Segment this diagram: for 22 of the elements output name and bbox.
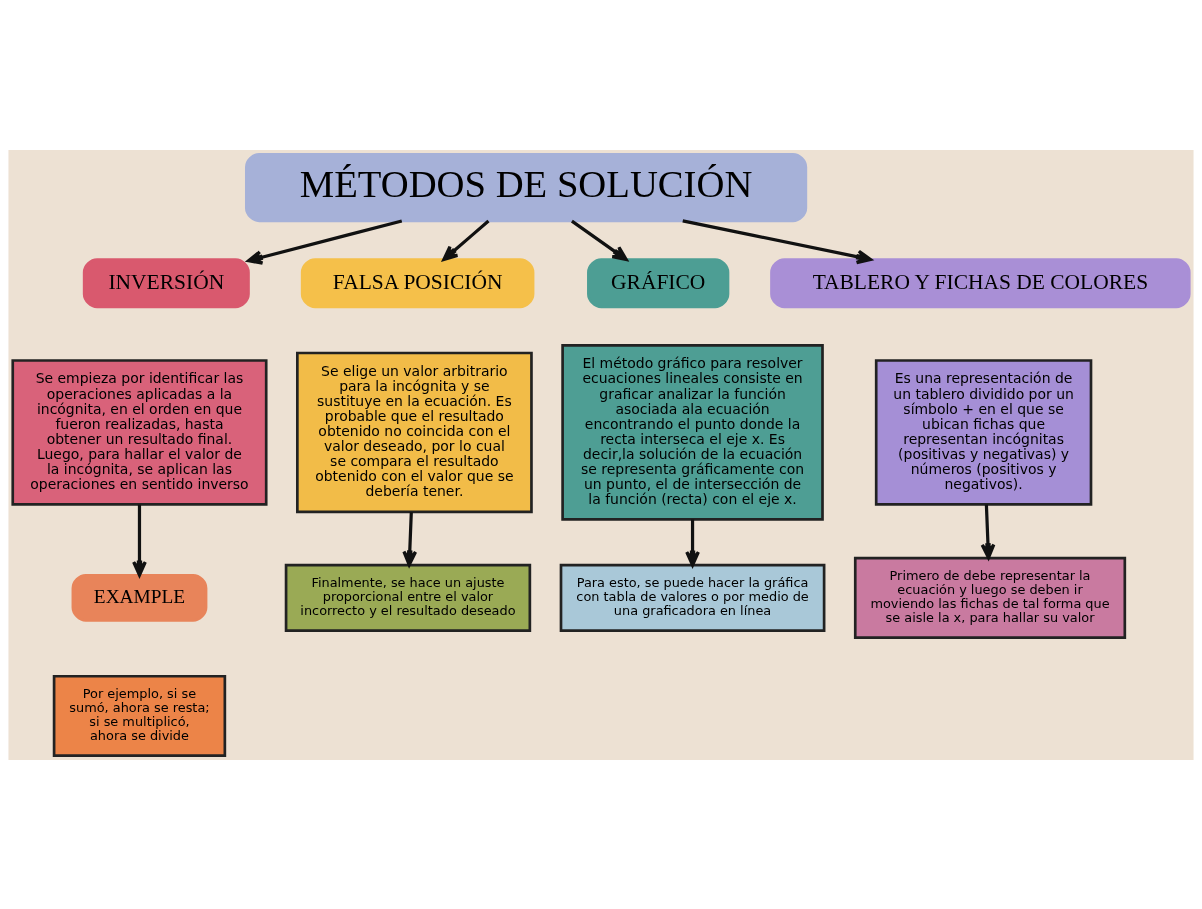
arrow: [442, 219, 490, 261]
arrow: [132, 504, 147, 577]
node-box: EXAMPLE: [71, 573, 208, 622]
node-box: INVERSIÓN: [82, 257, 250, 308]
arrow: [571, 219, 628, 261]
node-box: Primero de debe representar la ecuación y luego se deben ir moviendo las fichas de tal forma que se aisle la x, para hallar su valor: [853, 556, 1127, 639]
arrow: [402, 511, 418, 566]
node-box: GRÁFICO: [587, 257, 730, 308]
node-box: Se empieza por identificar las operaciones aplicadas a la incógnita, en el orden en que fueron realizadas, hasta obtener un resultado final. Luego, para hallar el valor de la incógnita, se aplican las operaciones en sentido inverso: [11, 358, 268, 506]
arrow: [685, 518, 700, 567]
node-box: TABLERO Y FICHAS DE COLORES: [770, 257, 1191, 308]
node-box: El método gráfico para resolver ecuaciones lineales consiste en graficar analizar la función asociada ala ecuación encontrando el punto donde la recta interseca el eje x. Es decir,la solución de la ecuación se representa gráficamente con un punto, el de intersección de la función (recta) con el eje x.: [561, 343, 824, 521]
node-box: MÉTODOS DE SOLUCIÓN: [245, 152, 808, 222]
node-box: Por ejemplo, si se sumó, ahora se resta; si se multiplicó, ahora se divide: [52, 674, 227, 757]
arrow: [682, 218, 873, 264]
node-box: Se elige un valor arbitrario para la incógnita y se sustituye en la ecuación. Es probable que el resultado obtenido no coincida con el valor deseado, por lo cual se compara el resultado obtenido con el valor que se debería tener.: [296, 351, 533, 513]
arrow: [980, 504, 996, 559]
node-box: Es una representación de un tablero dividido por un símbolo + en el que se ubican fichas que representan incógnitas (positivas y negativas) y números (positivos y negativos).: [874, 358, 1093, 506]
node-box: Para esto, se puede hacer la gráfica con tabla de valores o por medio de una graficadora en línea: [559, 563, 826, 632]
arrow: [246, 218, 403, 265]
node-box: FALSA POSICIÓN: [300, 257, 535, 308]
node-box: Finalmente, se hace un ajuste proporcional entre el valor incorrecto y el resultado deseado: [284, 563, 532, 632]
